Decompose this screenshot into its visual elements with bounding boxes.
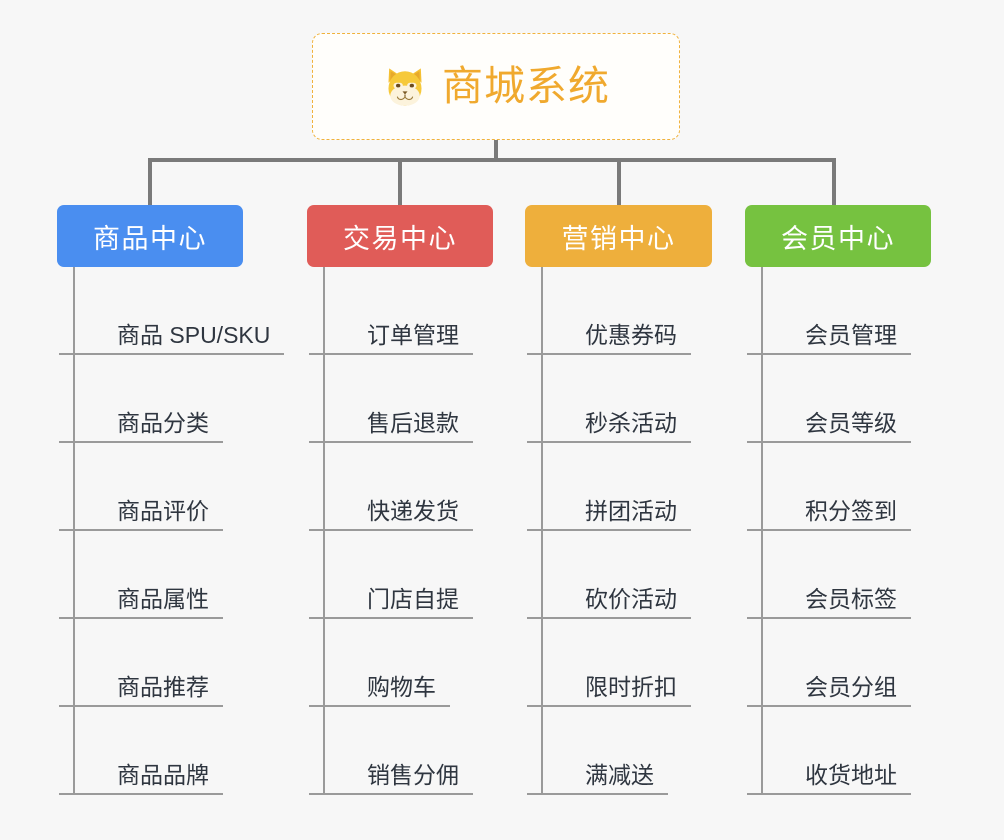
category-header-4[interactable]: 会员中心 <box>745 205 931 267</box>
list-item[interactable]: 秒杀活动 <box>527 355 712 443</box>
branch-column-2: 交易中心 订单管理 售后退款 快递发货 门店自提 购物车 销售分佣 <box>307 205 493 795</box>
leaf-label: 商品推荐 <box>59 674 223 707</box>
leaf-label: 秒杀活动 <box>527 410 691 443</box>
leaf-list-4: 会员管理 会员等级 积分签到 会员标签 会员分组 收货地址 <box>745 267 931 795</box>
leaf-label: 商品 SPU/SKU <box>59 322 285 355</box>
leaf-label: 砍价活动 <box>527 586 691 619</box>
list-item[interactable]: 商品推荐 <box>59 619 243 707</box>
list-item[interactable]: 积分签到 <box>747 443 931 531</box>
list-item[interactable]: 优惠券码 <box>527 267 712 355</box>
leaf-label: 商品品牌 <box>59 762 223 795</box>
leaf-label: 拼团活动 <box>527 498 691 531</box>
leaf-label: 积分签到 <box>747 498 911 531</box>
category-header-3-label: 营销中心 <box>561 223 676 254</box>
leaf-list-2: 订单管理 售后退款 快递发货 门店自提 购物车 销售分佣 <box>307 267 493 795</box>
connector-drop-2 <box>398 158 402 208</box>
leaf-label: 快递发货 <box>309 498 473 531</box>
category-header-4-label: 会员中心 <box>781 223 895 254</box>
list-item[interactable]: 商品属性 <box>59 531 243 619</box>
list-item[interactable]: 门店自提 <box>309 531 493 619</box>
list-item[interactable]: 砍价活动 <box>527 531 712 619</box>
list-item[interactable]: 收货地址 <box>747 707 931 795</box>
leaf-list-3: 优惠券码 秒杀活动 拼团活动 砍价活动 限时折扣 满减送 <box>525 267 712 795</box>
leaf-label: 购物车 <box>309 674 450 707</box>
list-item[interactable]: 会员分组 <box>747 619 931 707</box>
list-item[interactable]: 会员等级 <box>747 355 931 443</box>
list-item[interactable]: 会员管理 <box>747 267 931 355</box>
list-item[interactable]: 订单管理 <box>309 267 493 355</box>
list-item[interactable]: 满减送 <box>527 707 712 795</box>
connector-drop-4 <box>832 158 836 208</box>
leaf-label: 会员等级 <box>747 410 911 443</box>
list-item[interactable]: 销售分佣 <box>309 707 493 795</box>
dog-face-icon <box>382 64 428 110</box>
connector-drop-1 <box>148 158 152 208</box>
root-node-label: 商城系统 <box>442 63 610 109</box>
category-header-2-label: 交易中心 <box>343 223 457 254</box>
list-item[interactable]: 售后退款 <box>309 355 493 443</box>
category-header-3[interactable]: 营销中心 <box>525 205 712 267</box>
connector-root-stem <box>494 140 498 162</box>
list-item[interactable]: 拼团活动 <box>527 443 712 531</box>
list-item[interactable]: 商品评价 <box>59 443 243 531</box>
leaf-label: 商品属性 <box>59 586 223 619</box>
leaf-list-1: 商品 SPU/SKU 商品分类 商品评价 商品属性 商品推荐 商品品牌 <box>57 267 285 795</box>
leaf-label: 订单管理 <box>309 322 473 355</box>
leaf-label: 满减送 <box>527 762 668 795</box>
branch-column-3: 营销中心 优惠券码 秒杀活动 拼团活动 砍价活动 限时折扣 满减送 <box>525 205 712 795</box>
list-item[interactable]: 商品 SPU/SKU <box>59 267 285 355</box>
list-item[interactable]: 商品分类 <box>59 355 243 443</box>
connector-horizontal-bar <box>148 158 836 162</box>
list-item[interactable]: 快递发货 <box>309 443 493 531</box>
branch-column-4: 会员中心 会员管理 会员等级 积分签到 会员标签 会员分组 收货地址 <box>745 205 931 795</box>
connector-drop-3 <box>617 158 621 208</box>
root-node[interactable]: 商城系统 <box>312 33 680 140</box>
leaf-label: 商品分类 <box>59 410 223 443</box>
category-header-1-label: 商品中心 <box>93 223 207 254</box>
list-item[interactable]: 商品品牌 <box>59 707 243 795</box>
leaf-label: 销售分佣 <box>309 762 473 795</box>
category-header-2[interactable]: 交易中心 <box>307 205 493 267</box>
leaf-label: 收货地址 <box>747 762 911 795</box>
list-item[interactable]: 限时折扣 <box>527 619 712 707</box>
leaf-label: 优惠券码 <box>527 322 691 355</box>
leaf-label: 会员分组 <box>747 674 911 707</box>
leaf-label: 限时折扣 <box>527 674 691 707</box>
leaf-label: 门店自提 <box>309 586 473 619</box>
leaf-label: 商品评价 <box>59 498 223 531</box>
leaf-label: 会员标签 <box>747 586 911 619</box>
list-item[interactable]: 购物车 <box>309 619 493 707</box>
category-header-1[interactable]: 商品中心 <box>57 205 243 267</box>
leaf-label: 会员管理 <box>747 322 911 355</box>
list-item[interactable]: 会员标签 <box>747 531 931 619</box>
branch-column-1: 商品中心 商品 SPU/SKU 商品分类 商品评价 商品属性 商品推荐 商品品牌 <box>57 205 285 795</box>
leaf-label: 售后退款 <box>309 410 473 443</box>
